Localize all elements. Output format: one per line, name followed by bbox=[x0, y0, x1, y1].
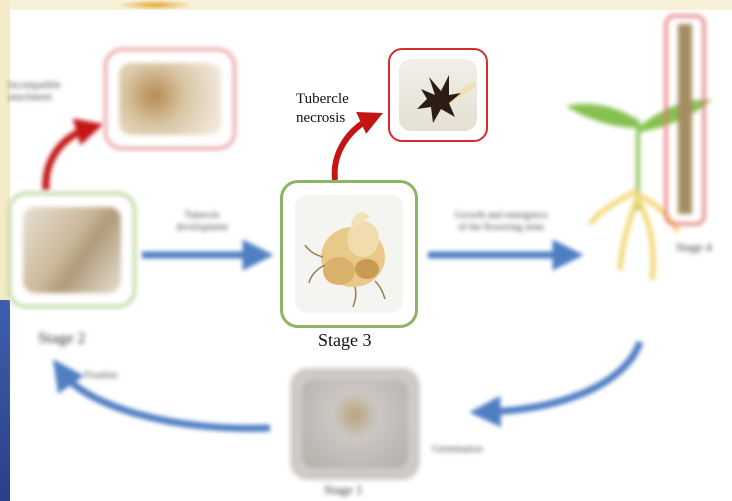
necrosis-label: Tubercle necrosis bbox=[296, 90, 349, 128]
necrosis-frame bbox=[388, 48, 488, 142]
stage1-frame bbox=[290, 368, 420, 480]
stage4-plant bbox=[560, 10, 732, 310]
stage2-frame bbox=[8, 192, 136, 308]
stage4-label: Stage 4 bbox=[676, 240, 712, 255]
plant-illustration bbox=[560, 10, 732, 310]
germination-label: Germination bbox=[432, 444, 483, 456]
tubercle-development-label: Tubercle development bbox=[152, 210, 252, 234]
incompatible-frame bbox=[104, 48, 236, 150]
stage1-photo bbox=[302, 380, 408, 468]
stage3-label: Stage 3 bbox=[318, 330, 372, 351]
necrosis-photo bbox=[399, 59, 477, 131]
growth-label: Growth and emergence of the flowering st… bbox=[426, 210, 576, 234]
stage1-label: Stage 1 bbox=[324, 482, 363, 498]
incompatible-arrow bbox=[46, 128, 90, 190]
stage2-label: Stage 2 bbox=[38, 330, 86, 348]
germination-arrow bbox=[485, 342, 640, 412]
incompatible-label: Incompatible attachment bbox=[8, 80, 61, 104]
necrotic-tubercle bbox=[399, 59, 477, 131]
incompatible-photo bbox=[119, 63, 221, 135]
stage3-photo bbox=[295, 195, 403, 313]
tubercle-illustration bbox=[295, 195, 403, 313]
fixation-label: Fixation bbox=[84, 370, 117, 382]
stage3-frame bbox=[280, 180, 418, 328]
stage2-photo bbox=[23, 207, 121, 293]
